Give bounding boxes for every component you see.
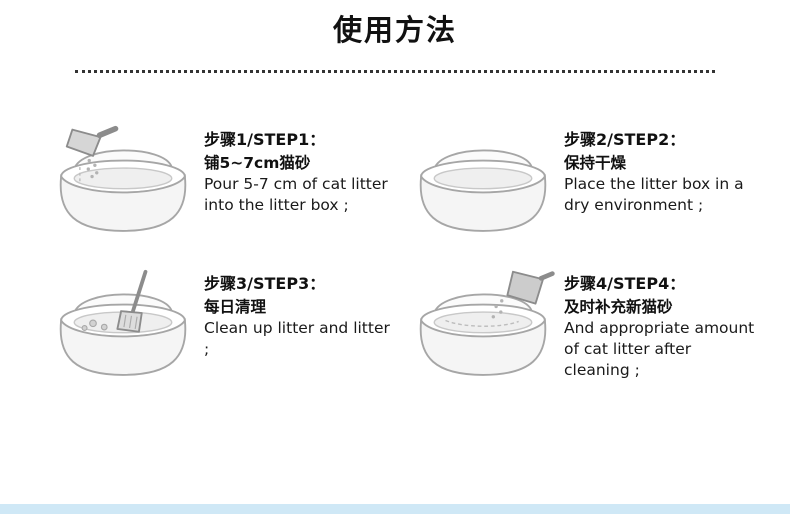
step-heading: 步骤2/STEP2： xyxy=(564,130,686,149)
pour-stream-dots xyxy=(86,158,99,179)
step-heading: 步骤3/STEP3： xyxy=(204,274,326,293)
step-subtitle: 保持干燥 xyxy=(564,154,627,172)
litter-level-dashes xyxy=(445,319,519,327)
litter-box-icon xyxy=(59,149,187,232)
step-subtitle: 铺5~7cm猫砂 xyxy=(204,154,311,172)
litter-box-step4-illustration xyxy=(408,269,558,387)
litter-box-icon xyxy=(419,293,547,376)
step-heading: 步骤1/STEP1： xyxy=(204,130,326,149)
litter-box-step2-illustration xyxy=(408,125,558,243)
step-heading: 步骤4/STEP4： xyxy=(564,274,686,293)
step-2-block: 步骤2/STEP2： 保持干燥 Place the litter box in … xyxy=(408,125,768,243)
step-description: Clean up litter and litter ; xyxy=(204,319,390,358)
step-3-block: 步骤3/STEP3： 每日清理 Clean up litter and litt… xyxy=(48,269,408,387)
step-subtitle: 及时补充新猫砂 xyxy=(564,298,673,316)
litter-box-step1-illustration xyxy=(48,125,198,243)
page-title: 使用方法 xyxy=(332,13,457,47)
step-subtitle: 每日清理 xyxy=(204,298,267,316)
litter-box-icon xyxy=(59,293,187,376)
scoop-pour-icon xyxy=(65,125,119,157)
step-description: Pour 5-7 cm of cat litter into the litte… xyxy=(204,175,388,214)
step-4-block: 步骤4/STEP4： 及时补充新猫砂 And appropriate amoun… xyxy=(408,269,768,387)
step-1-block: 步骤1/STEP1： 铺5~7cm猫砂 Pour 5-7 cm of cat l… xyxy=(48,125,408,243)
litter-shovel-icon xyxy=(116,269,148,333)
litter-box-icon xyxy=(419,149,547,232)
step-description: And appropriate amount of cat litter aft… xyxy=(564,319,755,379)
litter-box-step3-illustration xyxy=(48,269,198,387)
litter-bag-icon xyxy=(506,270,555,305)
steps-grid: 步骤1/STEP1： 铺5~7cm猫砂 Pour 5-7 cm of cat l… xyxy=(48,125,790,387)
step-description: Place the litter box in a dry environmen… xyxy=(564,175,744,214)
litter-clumps xyxy=(81,319,108,332)
dotted-divider xyxy=(75,70,715,73)
next-section-strip xyxy=(0,504,790,514)
pour-stream-dots xyxy=(491,299,504,319)
